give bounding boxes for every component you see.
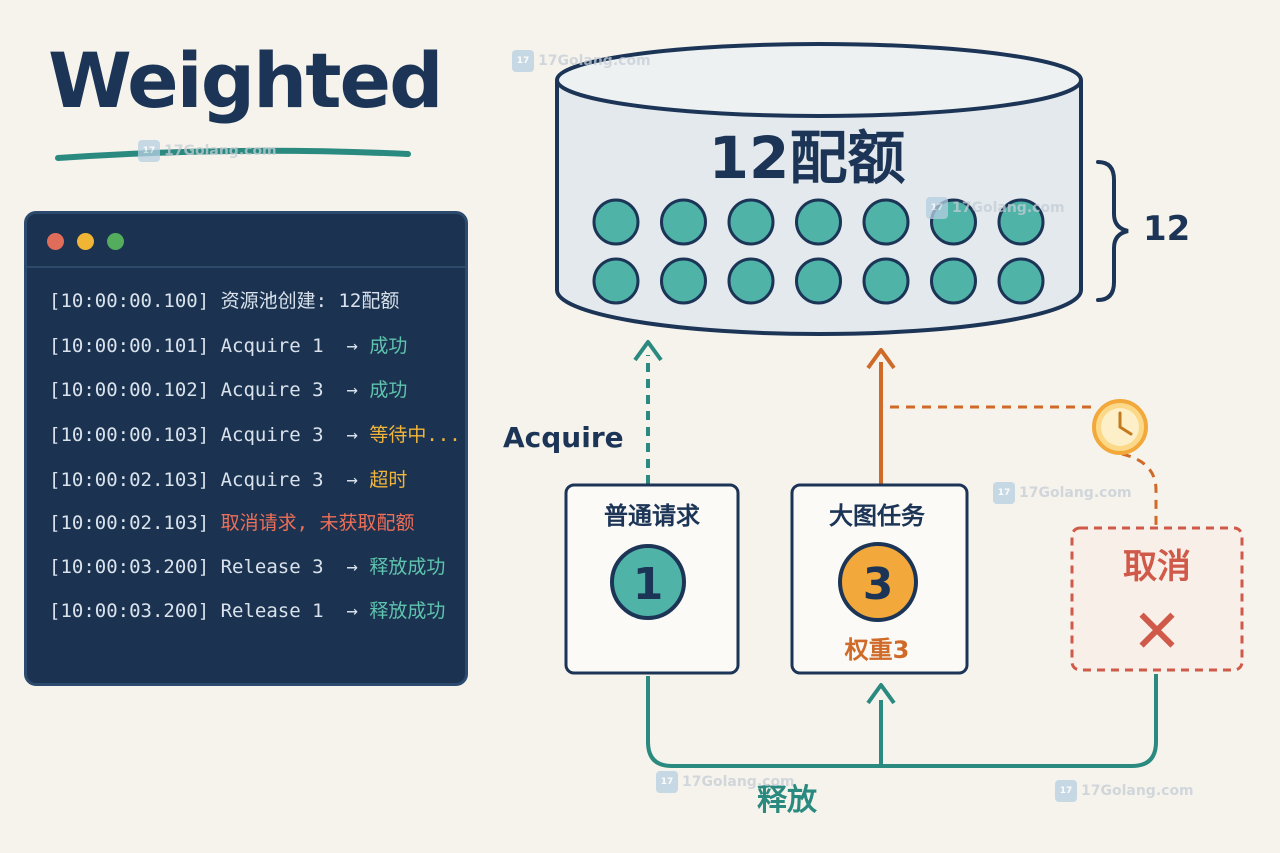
title-underline (55, 147, 411, 161)
pool-token (727, 257, 775, 305)
pool-token (930, 257, 977, 305)
large-task-title: 大图任务 (829, 502, 926, 530)
pool-token (660, 257, 707, 305)
pool-token (592, 257, 640, 305)
pool-token (592, 198, 640, 246)
cancel-box (1070, 526, 1244, 672)
log-line-2: [10:00:00.101] Acquire 1 → 成功 (49, 335, 408, 357)
log-line-7: [10:00:03.200] Release 3 → 释放成功 (49, 556, 446, 578)
pool-token (660, 198, 707, 246)
cancel-title: 取消 (1123, 547, 1191, 587)
pool-token (795, 198, 842, 246)
close-dot-icon (47, 233, 64, 250)
normal-weight-value: 1 (633, 559, 664, 610)
normal-weight-coin (610, 544, 686, 620)
large-weight-caption: 权重3 (844, 636, 910, 664)
pool-label: 12配额 (709, 124, 906, 192)
pool-count-label: 12 (1143, 209, 1190, 249)
log-line-8: [10:00:03.200] Release 1 → 释放成功 (49, 600, 446, 622)
watermark-logo-icon: 17 (926, 197, 948, 219)
watermark-logo-icon: 17 (1055, 780, 1077, 802)
maximize-dot-icon (107, 233, 124, 250)
pool-token (997, 198, 1045, 246)
minimize-dot-icon (77, 233, 94, 250)
watermark-logo-icon: 17 (993, 482, 1015, 504)
pool-token (862, 198, 910, 246)
page-title: Weighted (48, 36, 444, 125)
log-line-5: [10:00:02.103] Acquire 3 → 超时 (49, 469, 408, 491)
pool-token (795, 257, 842, 305)
normal-request-title: 普通请求 (604, 502, 700, 530)
watermark-logo-icon: 17 (138, 140, 160, 162)
log-terminal: [10:00:00.100] 资源池创建: 12配额 [10:00:00.101… (24, 211, 468, 686)
terminal-titlebar (27, 214, 465, 268)
watermark-logo-icon: 17 (656, 771, 678, 793)
log-line-6: [10:00:02.103] 取消请求, 未获取配额 (49, 512, 415, 534)
log-line-3: [10:00:00.102] Acquire 3 → 成功 (49, 379, 408, 401)
pool-token (997, 257, 1045, 305)
large-weight-value: 3 (863, 559, 894, 610)
release-arrowhead (866, 683, 896, 705)
acquire-arrowhead (633, 340, 663, 362)
pool-tokens (592, 198, 1045, 305)
acquire-label: Acquire (503, 421, 624, 454)
large-weight-coin (838, 542, 918, 622)
release-label: 释放 (757, 783, 818, 818)
cancel-x-icon: ✕ (1132, 597, 1182, 667)
pool-token (727, 198, 775, 246)
release-path (646, 674, 1158, 768)
log-line-1: [10:00:00.100] 资源池创建: 12配额 (49, 290, 400, 312)
log-line-4: [10:00:00.103] Acquire 3 → 等待中... (49, 424, 461, 446)
large-acquire-arrowhead (866, 348, 896, 370)
count-brace (1096, 160, 1129, 302)
pool-token (862, 257, 910, 305)
watermark-logo-icon: 17 (512, 50, 534, 72)
timeout-clock-icon (1092, 399, 1148, 455)
